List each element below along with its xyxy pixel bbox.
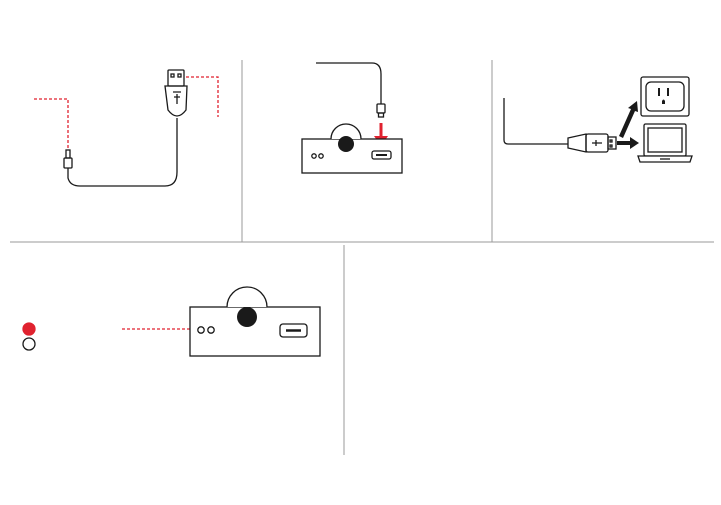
- cable-to-power: [504, 98, 568, 144]
- panel-indicator-lights: [23, 287, 320, 356]
- usb-plug-icon: [165, 70, 187, 116]
- panel-cable: [34, 70, 218, 186]
- arrow-icon: [617, 101, 639, 149]
- wall-outlet-icon: [641, 77, 689, 116]
- usb-plug-icon: [568, 134, 616, 152]
- charging-case-icon: [190, 287, 320, 356]
- charging-case-icon: [302, 124, 402, 173]
- usb-cable: [68, 118, 177, 186]
- led-empty-icon: [23, 338, 35, 350]
- callout-line-usb: [186, 77, 218, 117]
- laptop-icon: [638, 124, 692, 162]
- panel-dividers: [10, 60, 714, 455]
- micro-usb-plug-icon: [377, 104, 385, 117]
- panel-power-source: [504, 77, 692, 162]
- panel-connect-device: [302, 63, 402, 173]
- led-red-filled-icon: [23, 323, 35, 335]
- micro-usb-plug-icon: [64, 150, 72, 168]
- cable-to-device: [316, 63, 381, 104]
- callout-line-micro: [34, 99, 68, 150]
